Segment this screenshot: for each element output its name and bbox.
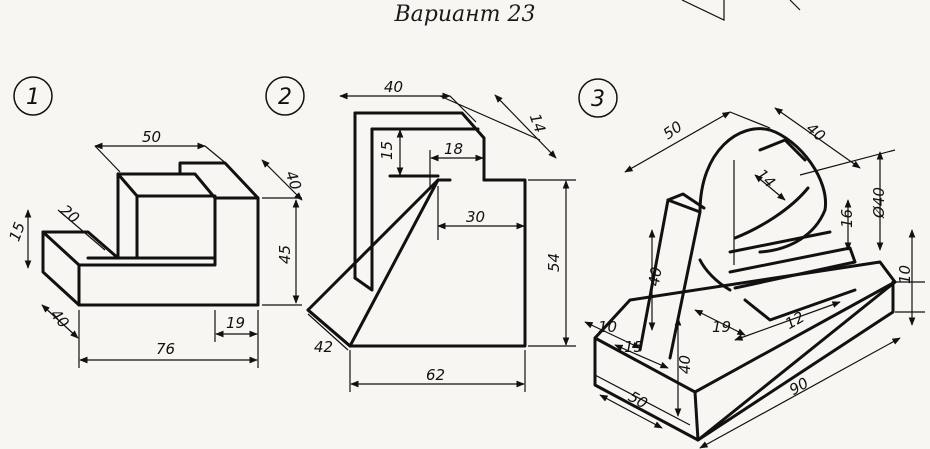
figure-2-dim-62: 62 [426,366,445,384]
figure-2-dim-18: 18 [444,140,463,158]
figure-3-dim-10b: 10 [598,318,617,336]
figure-3-dim-14: 14 [753,165,779,191]
figure-3-number: 3 [591,87,605,112]
figure-1-number-circle [13,76,53,116]
figure-3-dim-50-base: 50 [625,387,651,412]
figure-1-outline [41,161,260,307]
figure-3-number-circle [578,78,618,118]
figure-1-dim-19: 19 [226,314,245,332]
figure-2-dim-40: 40 [384,78,403,96]
corner-mark [789,0,801,11]
figure-3-dim-40-base: 40 [676,355,694,374]
figure-2-dim-54: 54 [545,253,563,272]
figure-1-dim-20: 20 [57,201,83,227]
figure-3-dim-12: 12 [782,308,808,333]
figure-1-dim-15: 15 [5,220,28,244]
figure-1-dim-50: 50 [142,128,161,146]
figure-2: 2 [265,76,576,392]
figure-1-number: 1 [26,85,40,110]
figure-2-dim-42: 42 [314,338,333,356]
figure-2-dim-15: 15 [378,141,396,160]
figure-3-dimension-lines [584,107,925,449]
figure-1-dim-40b: 40 [47,305,73,331]
figure-2-dim-14: 14 [526,111,549,135]
figure-3-dim-10: 10 [896,265,914,284]
figure-3: 3 [578,78,925,449]
figure-1-dim-45: 45 [276,245,294,264]
figure-3-dim-d40: Ø40 [870,187,888,219]
figure-3-dim-40: 40 [803,119,829,145]
figure-2-outline [306,111,527,348]
figure-3-dim-40-rib: 40 [645,266,666,288]
corner-mark [681,0,725,21]
figure-1-dim-76: 76 [156,340,175,358]
figure-3-dim-15: 15 [624,338,643,356]
figure-1-dim-40: 40 [282,168,305,192]
variant-title: Вариант 23 [394,2,536,27]
figure-2-number: 2 [278,85,292,110]
figure-3-dim-16: 16 [838,209,856,228]
figure-1: 1 [5,76,305,368]
figure-1-dimension-lines [24,142,303,368]
figure-2-dim-30: 30 [466,208,485,226]
figure-2-number-circle [265,76,305,116]
figure-2-dimension-lines [307,92,576,392]
figure-3-dim-19: 19 [712,318,731,336]
figure-3-dim-90: 90 [786,374,812,399]
